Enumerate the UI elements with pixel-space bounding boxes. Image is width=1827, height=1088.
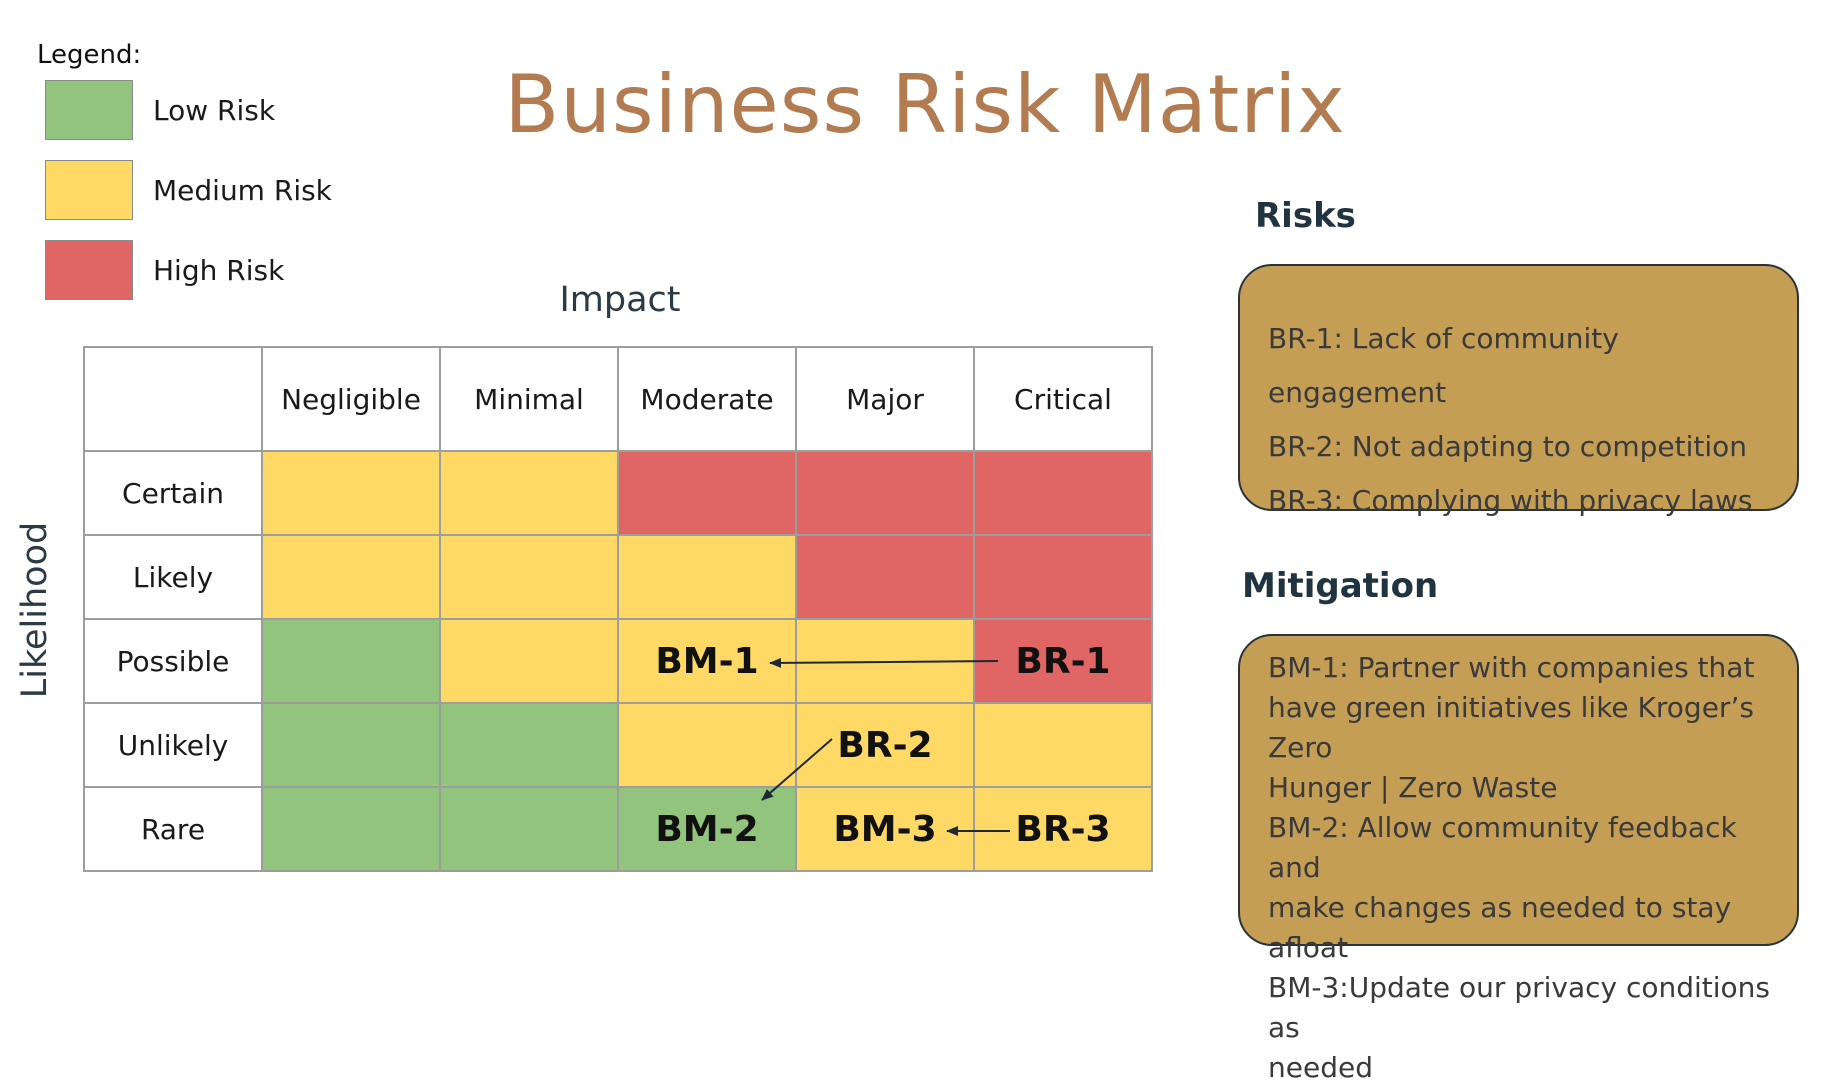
- matrix-cell-br-3: BR-3: [973, 786, 1153, 872]
- impact-column-header: Negligible: [261, 346, 441, 452]
- matrix-cell-br-2: BR-2: [795, 702, 975, 788]
- matrix-cell: [973, 450, 1153, 536]
- mitigation-line-6: BM-3:Update our privacy conditions as: [1268, 971, 1771, 1044]
- matrix-cell: [617, 702, 797, 788]
- likelihood-row-label: Possible: [83, 618, 263, 704]
- matrix-cell: [439, 786, 619, 872]
- impact-column-header: Moderate: [617, 346, 797, 452]
- matrix-cell: [973, 534, 1153, 620]
- mitigation-line-7: needed: [1268, 1051, 1373, 1084]
- matrix-cell-bm-2: BM-2: [617, 786, 797, 872]
- mitigation-heading: Mitigation: [1242, 566, 1439, 606]
- matrix-cell: [261, 534, 441, 620]
- matrix-cell: [795, 450, 975, 536]
- page-title: Business Risk Matrix: [504, 58, 1346, 151]
- risks-heading: Risks: [1255, 196, 1356, 236]
- risk-item-3: BR-3: Complying with privacy laws: [1268, 484, 1753, 517]
- matrix-cell: [261, 450, 441, 536]
- risk-item-1: BR-1: Lack of community engagement: [1268, 322, 1619, 409]
- matrix-cell: [439, 450, 619, 536]
- matrix-row: Likely: [83, 534, 1153, 620]
- matrix-cell-br-1: BR-1: [973, 618, 1153, 704]
- matrix-cell: [439, 618, 619, 704]
- likelihood-row-label: Likely: [83, 534, 263, 620]
- matrix-cell: [261, 702, 441, 788]
- likelihood-row-label: Rare: [83, 786, 263, 872]
- mitigation-box: BM-1: Partner with companies that have g…: [1238, 634, 1799, 1084]
- matrix-cell: [261, 786, 441, 872]
- matrix-cell-bm-1: BM-1: [617, 618, 797, 704]
- matrix-cell: [617, 450, 797, 536]
- matrix-cell: [261, 618, 441, 704]
- legend-swatch-medium: [45, 160, 133, 220]
- matrix-cell: [973, 702, 1153, 788]
- impact-axis-label: Impact: [559, 280, 681, 320]
- legend-swatch-high: [45, 240, 133, 300]
- legend-title: Legend:: [37, 40, 142, 70]
- matrix-row: Unlikely BR-2: [83, 702, 1153, 788]
- matrix-cell: [439, 702, 619, 788]
- legend-item-medium: Medium Risk: [45, 160, 385, 222]
- legend-label-low: Low Risk: [153, 94, 276, 127]
- matrix-cell: [439, 534, 619, 620]
- legend-item-high: High Risk: [45, 240, 385, 302]
- risk-item-2: BR-2: Not adapting to competition: [1268, 430, 1747, 463]
- mitigation-line-2: have green initiatives like Kroger’s Zer…: [1268, 691, 1754, 764]
- matrix-corner-cell: [83, 346, 263, 452]
- matrix-row: Possible BM-1 BR-1: [83, 618, 1153, 704]
- legend-item-low: Low Risk: [45, 80, 385, 142]
- impact-column-header: Minimal: [439, 346, 619, 452]
- mitigation-line-3: Hunger | Zero Waste: [1268, 771, 1558, 804]
- matrix-cell: [795, 618, 975, 704]
- legend-label-medium: Medium Risk: [153, 174, 332, 207]
- legend-label-high: High Risk: [153, 254, 285, 287]
- matrix-cell-bm-3: BM-3: [795, 786, 975, 872]
- likelihood-axis-label: Likelihood: [15, 521, 55, 699]
- likelihood-row-label: Unlikely: [83, 702, 263, 788]
- risks-box: BR-1: Lack of community engagement BR-2:…: [1238, 264, 1799, 517]
- legend-swatch-low: [45, 80, 133, 140]
- mitigation-line-4: BM-2: Allow community feedback and: [1268, 811, 1737, 884]
- impact-column-header: Critical: [973, 346, 1153, 452]
- matrix-cell: [617, 534, 797, 620]
- mitigation-line-5: make changes as needed to stay afloat: [1268, 891, 1732, 964]
- impact-column-header: Major: [795, 346, 975, 452]
- mitigation-line-1: BM-1: Partner with companies that: [1268, 651, 1755, 684]
- likelihood-row-label: Certain: [83, 450, 263, 536]
- matrix-row: Certain: [83, 450, 1153, 536]
- matrix-cell: [795, 534, 975, 620]
